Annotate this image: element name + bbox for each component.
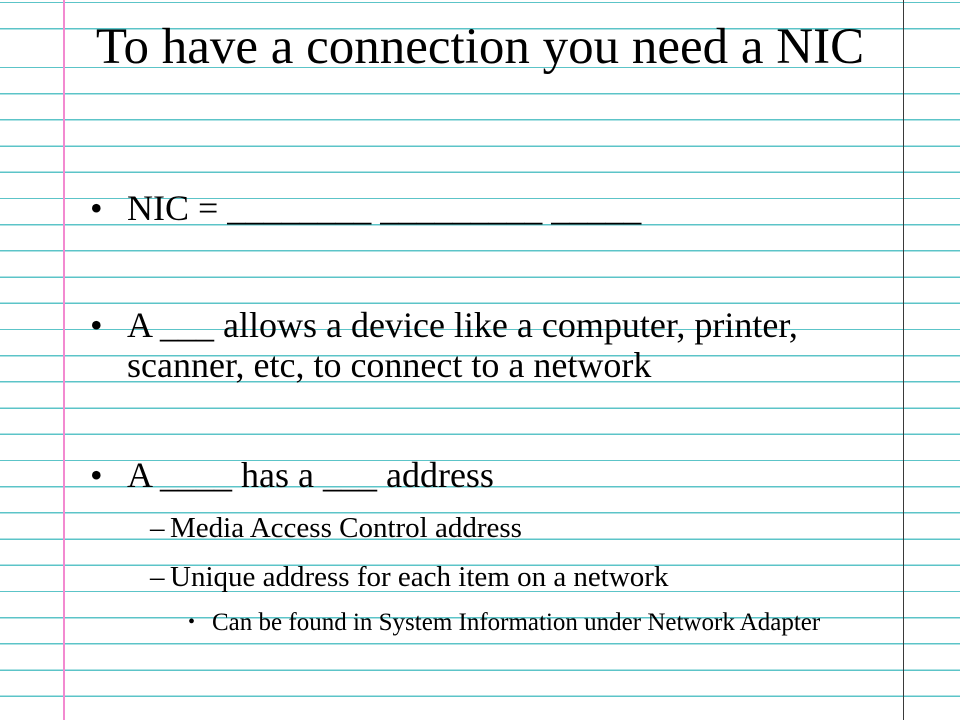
bullet-nic-purpose: A ___ allows a device like a computer, p… — [82, 305, 882, 385]
sub-bullet-mac-meaning: Media Access Control address — [150, 511, 870, 545]
slide-title: To have a connection you need a NIC — [95, 19, 865, 75]
left-margin-line — [63, 0, 65, 720]
sub-bullet-unique-address: Unique address for each item on a networ… — [150, 560, 870, 594]
bullet-mac-address: A ____ has a ___ address — [82, 455, 882, 495]
bullet-nic-definition: NIC = ________ _________ _____ — [82, 188, 882, 228]
right-margin-line — [903, 0, 904, 720]
sub-sub-bullet-system-information: Can be found in System Information under… — [188, 608, 888, 637]
